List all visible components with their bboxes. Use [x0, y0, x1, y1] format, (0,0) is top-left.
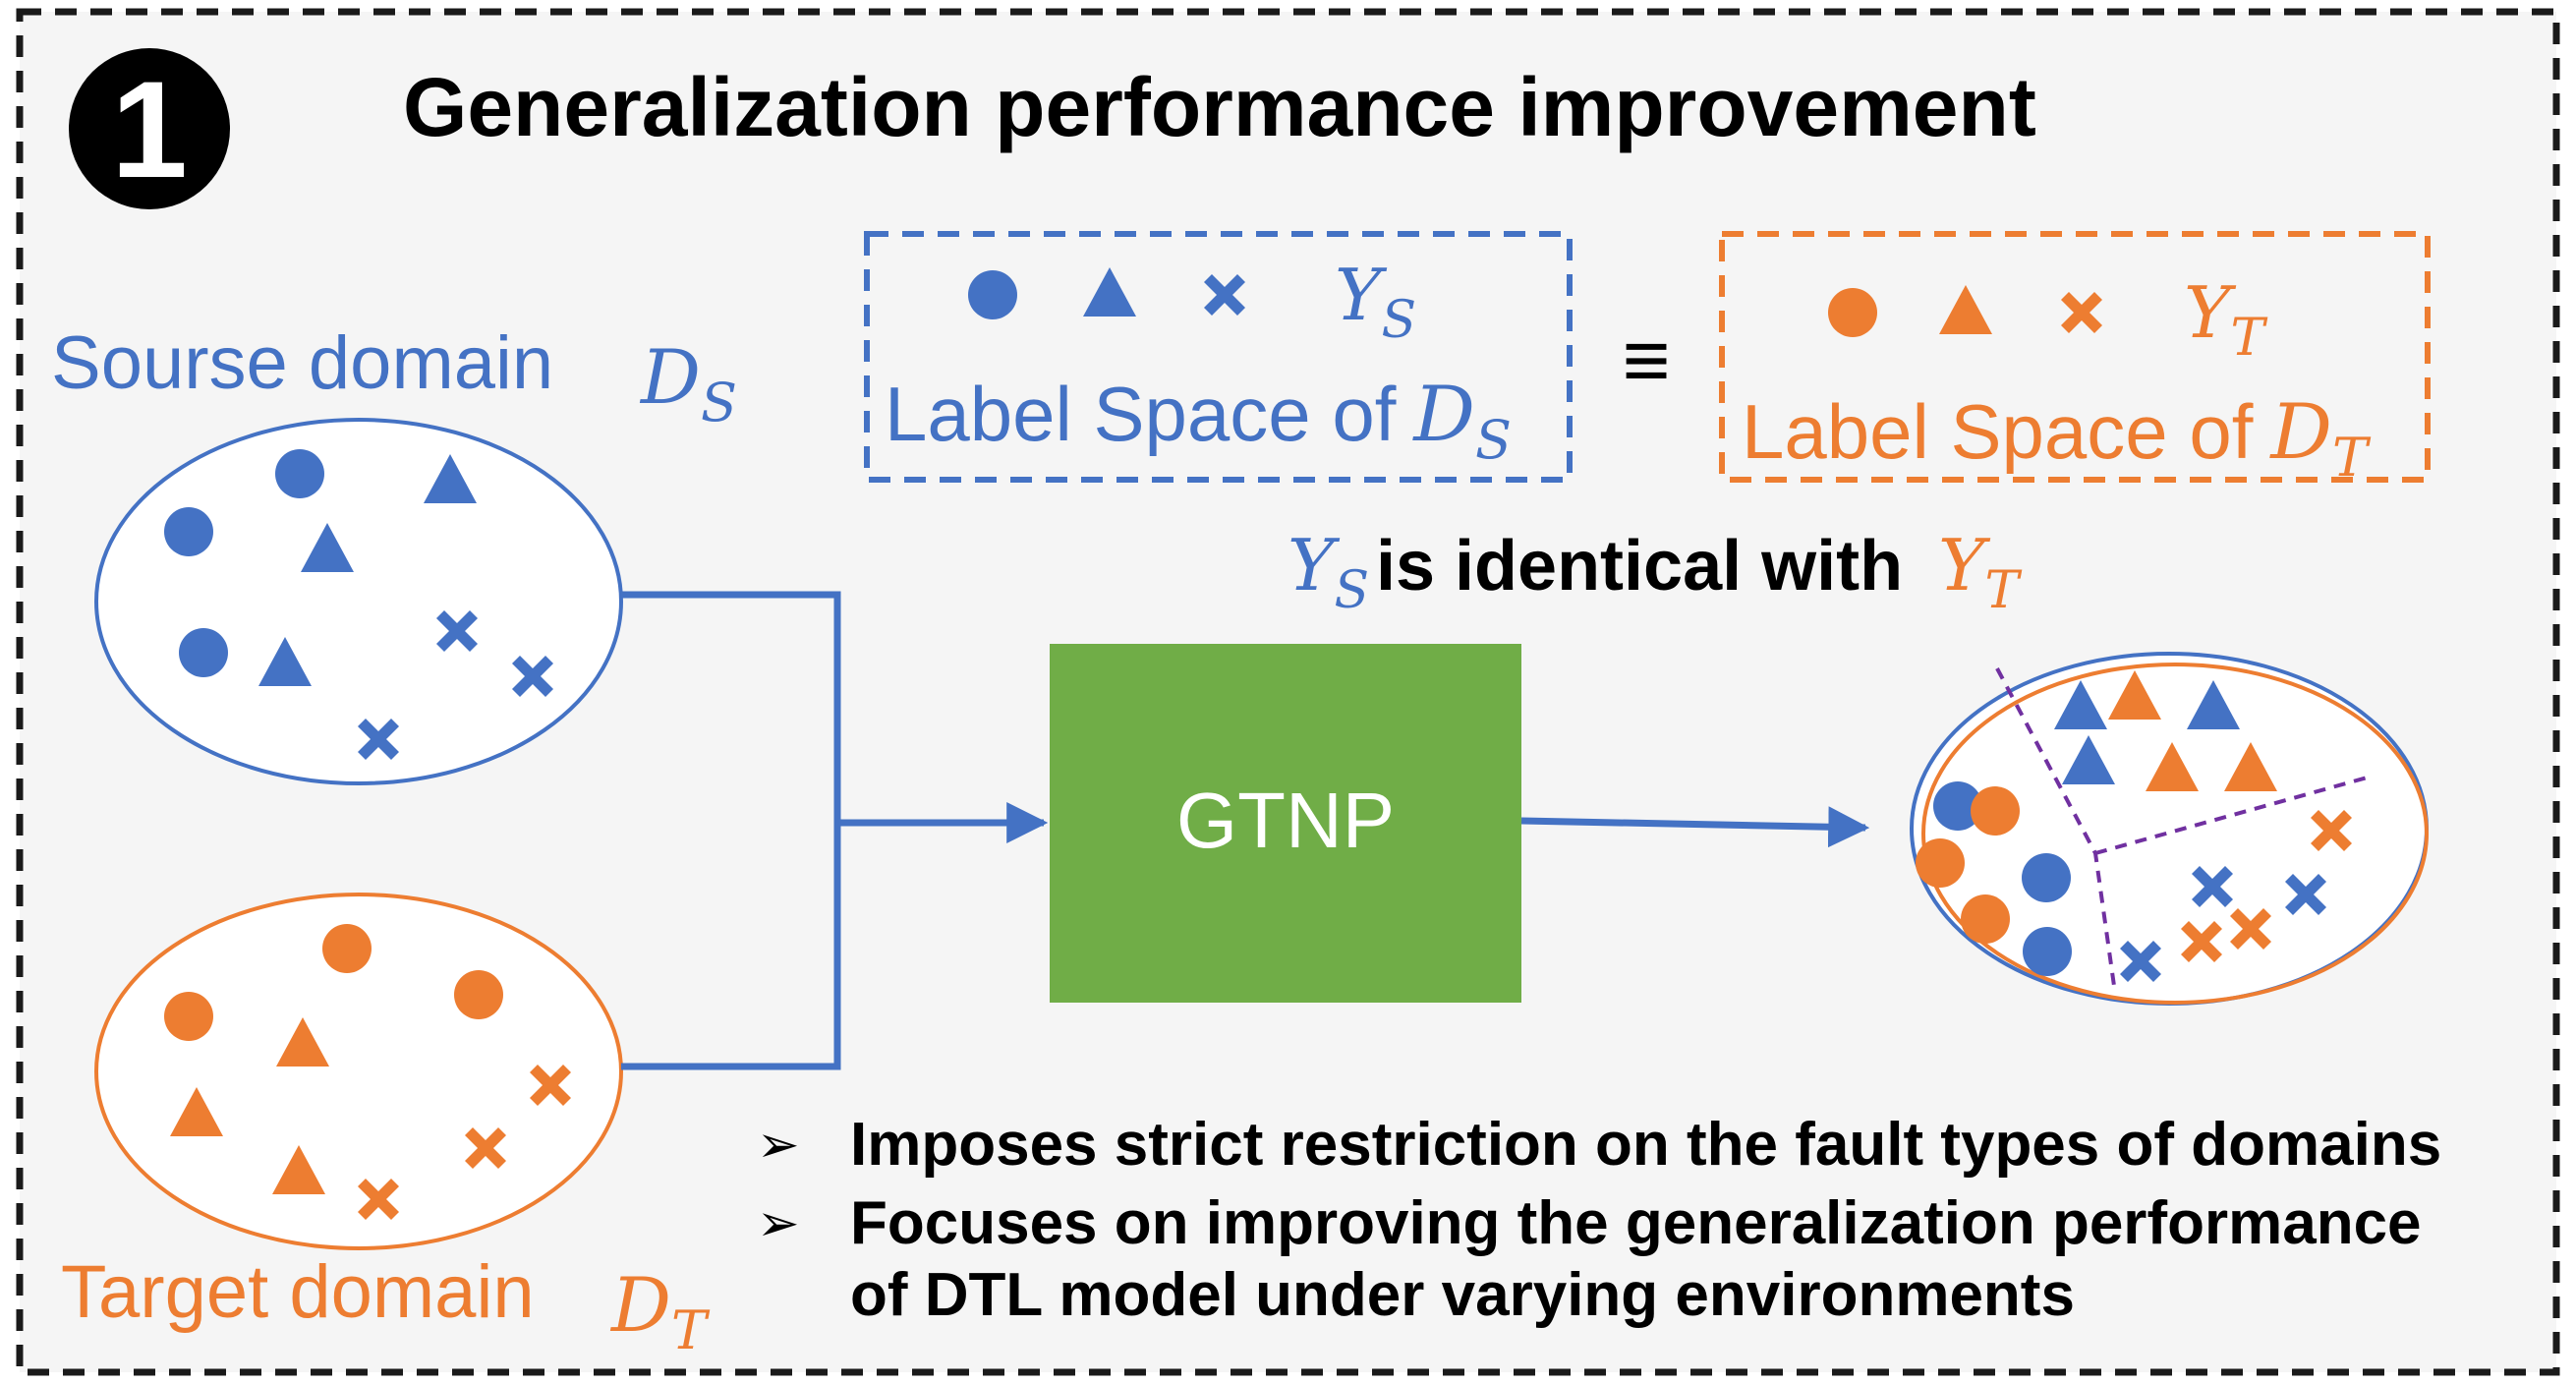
target-sample-circle [322, 924, 372, 973]
source-domain-heading: Sourse domain DS [51, 321, 737, 433]
bullet-item-2: Focuses on improving the generalization … [850, 1189, 2422, 1257]
bullet-item-1: Imposes strict restriction on the fault … [850, 1111, 2441, 1179]
step-number: 1 [111, 52, 188, 206]
bullet-arrow-icon: ➢ [757, 1195, 800, 1252]
target-domain-cluster [94, 893, 623, 1250]
bullet-arrow-icon: ➢ [757, 1117, 800, 1174]
gtnp-model-box: GTNP [1050, 644, 1521, 1003]
result-sample-circle [1971, 786, 2020, 836]
page-title: Generalization performance improvement [403, 61, 2036, 153]
result-sample-circle [1961, 894, 2010, 944]
result-ellipse-inner [1921, 663, 2429, 1005]
gtnp-label: GTNP [1176, 777, 1395, 864]
source-domain-ellipse [94, 418, 623, 785]
target-domain-label: Target domain [61, 1250, 535, 1334]
target-label-symbol: YT [2184, 271, 2268, 368]
identical-left-symbol: YS [1288, 524, 1369, 620]
target-sample-circle [454, 970, 503, 1019]
target-sample-circle [164, 992, 213, 1041]
identical-right-symbol: YT [1938, 524, 2023, 620]
source-sample-circle [275, 449, 324, 498]
source-domain-symbol: DS [639, 333, 737, 433]
result-sample-circle [2023, 927, 2072, 976]
output-arrow [1520, 806, 1870, 848]
equivalence-symbol: ≡ [1622, 314, 1670, 406]
source-label-symbol: YS [1335, 254, 1416, 350]
bullet-item-2-continued: of DTL model under varying environments [850, 1261, 2075, 1329]
source-domain-cluster [94, 418, 623, 785]
result-sample-circle [1916, 838, 1965, 888]
bullet-list: ➢ Imposes strict restriction on the faul… [757, 1111, 2441, 1329]
result-cluster [1910, 652, 2429, 1006]
decision-boundary [1995, 667, 2372, 994]
source-domain-label: Sourse domain [51, 321, 553, 405]
target-domain-heading: Target domain DT [61, 1250, 711, 1361]
target-domain-symbol: DT [609, 1261, 711, 1361]
identical-middle-text: is identical with [1376, 527, 1903, 606]
step-badge: 1 [69, 48, 230, 209]
domain-connector [621, 591, 1049, 1070]
label-space-circle-icon [1828, 288, 1877, 337]
label-space-circle-icon [968, 270, 1017, 319]
source-sample-circle [179, 628, 228, 677]
source-sample-circle [164, 507, 213, 556]
identical-statement: YS is identical with YT [1288, 524, 2023, 620]
result-sample-circle [2022, 853, 2071, 902]
